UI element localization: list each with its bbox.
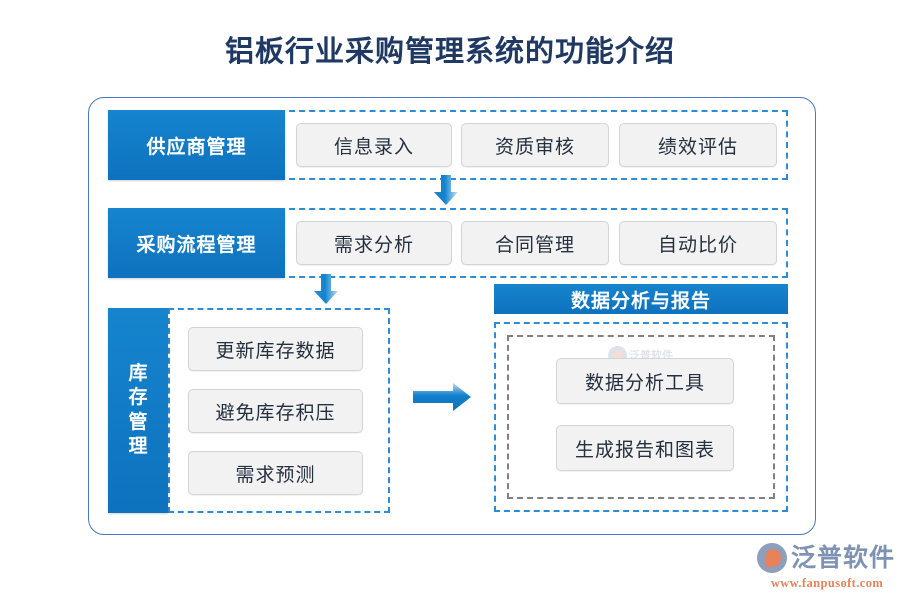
- brand-url: www.fanpusoft.com: [770, 576, 884, 590]
- analytics-outer-dashed-container: [494, 322, 788, 512]
- chip-contract-management[interactable]: 合同管理: [461, 221, 609, 265]
- brand-name: 泛普软件: [791, 544, 896, 572]
- chip-supplier-info-entry[interactable]: 信息录入: [296, 123, 452, 167]
- page-title: 铝板行业采购管理系统的功能介绍: [224, 36, 675, 68]
- diagram-outer-frame: [88, 97, 816, 535]
- arrow-down-icon-row2-to-inventory: [314, 274, 338, 304]
- section-header-data-analysis-and-report[interactable]: 数据分析与报告: [494, 284, 788, 314]
- chip-data-analysis-tools[interactable]: 数据分析工具: [556, 358, 734, 404]
- chip-avoid-inventory-backlog[interactable]: 避免库存积压: [188, 389, 363, 433]
- row-label-supplier-management[interactable]: 供应商管理: [108, 110, 285, 180]
- chip-demand-forecast[interactable]: 需求预测: [188, 451, 363, 495]
- arrow-right-icon-inventory-to-analytics: [413, 383, 471, 411]
- inventory-label-char-1: 库: [128, 362, 148, 384]
- fanpu-logo-icon: [757, 543, 787, 573]
- chip-update-inventory-data[interactable]: 更新库存数据: [188, 327, 363, 371]
- chip-automatic-price-comparison[interactable]: 自动比价: [619, 221, 777, 265]
- arrow-down-icon-row1-to-row2: [434, 175, 458, 205]
- chip-supplier-performance-evaluation[interactable]: 绩效评估: [619, 123, 777, 167]
- brand-logo: 泛普软件 www.fanpusoft.com: [757, 543, 897, 595]
- chip-generate-reports-and-charts[interactable]: 生成报告和图表: [556, 425, 734, 471]
- chip-supplier-qualification-review[interactable]: 资质审核: [461, 123, 609, 167]
- inventory-label-char-4: 理: [128, 435, 148, 457]
- row-label-procurement-process-management[interactable]: 采购流程管理: [108, 208, 285, 278]
- inventory-label-char-3: 管: [128, 411, 148, 433]
- analytics-inner-dashed-container: [507, 335, 775, 499]
- inventory-label-char-2: 存: [128, 387, 148, 409]
- brand-logo-row: 泛普软件: [757, 543, 897, 573]
- section-label-inventory-management[interactable]: 库 存 管 理: [108, 308, 168, 513]
- chip-demand-analysis[interactable]: 需求分析: [296, 221, 452, 265]
